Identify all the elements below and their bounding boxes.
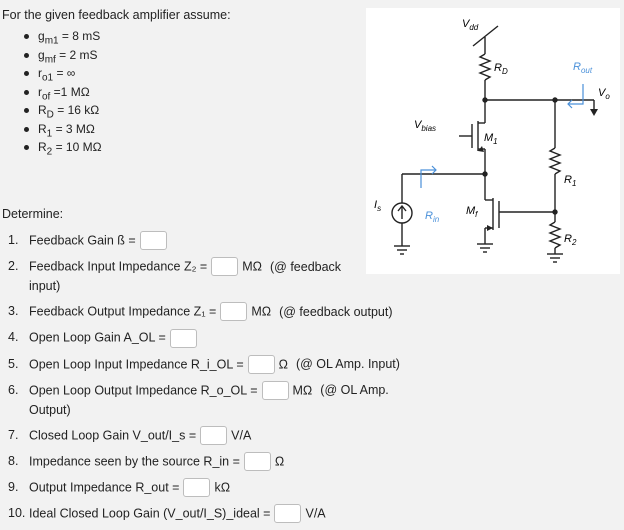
rd-label: RD (494, 62, 508, 76)
junction-dot (482, 171, 488, 177)
rin-arrow-head (431, 165, 437, 175)
question-number: 1. (8, 233, 19, 247)
question-number: 5. (8, 356, 19, 371)
unit-label: V/A (231, 428, 252, 443)
r1-resistor (548, 147, 562, 175)
problem-intro: For the given feedback amplifier assume: (2, 8, 231, 22)
vdd-label: Vdd (462, 18, 479, 32)
question-text: Feedback Gain ß = (29, 233, 136, 248)
vdd-rail (472, 25, 499, 47)
answer-input-4[interactable] (169, 328, 197, 348)
mf-source-arrow (487, 225, 493, 231)
question-6: 6. Open Loop Output Impedance R_o_OL = MΩ(… (8, 380, 428, 419)
note-label: (@ OL Amp. Output) (29, 383, 389, 417)
note-label: (@ feedback output) (279, 304, 393, 319)
question-text: Open Loop Output Impedance R_o_OL = (29, 383, 258, 398)
param-rof: rof =1 MΩ (10, 83, 102, 102)
answer-input-5[interactable] (247, 354, 275, 374)
question-text: Open Loop Input Impedance R_i_OL = (29, 357, 244, 372)
mf-label: Mf (466, 205, 478, 219)
answer-input-2[interactable] (211, 257, 239, 277)
unit-label: MΩ (251, 304, 272, 319)
question-5: 5. Open Loop Input Impedance R_i_OL = Ω (@ … (8, 354, 428, 374)
r1-label: R1 (564, 174, 576, 188)
unit-label: kΩ (214, 480, 231, 495)
circuit-svg: Vdd RD Rout Vo Vbias M1 R1 Is Rin Mf R2 (374, 18, 610, 263)
question-text: Feedback Input Impedance Z₂ = (29, 259, 208, 274)
answer-input-1[interactable] (139, 231, 167, 251)
unit-label: V/A (305, 506, 326, 521)
question-8: 8. Impedance seen by the source R_in = Ω (8, 452, 428, 472)
r2-resistor (548, 221, 562, 249)
rin-arrow (420, 169, 436, 188)
question-2: 2. Feedback Input Impedance Z₂ = MΩ(@ feed… (8, 257, 359, 295)
question-7: 7. Closed Loop Gain V_out/I_s = V/A (8, 425, 428, 445)
answer-input-9[interactable] (183, 478, 211, 498)
question-text: Impedance seen by the source R_in = (29, 454, 240, 469)
param-r2: R2 = 10 MΩ (10, 138, 102, 157)
vbias-label: Vbias (414, 119, 436, 133)
unit-label: MΩ (292, 383, 313, 398)
parameter-list: gm1 = 8 mS gmf = 2 mS ro1 = ∞ rof =1 MΩ … (10, 27, 102, 157)
question-text: Feedback Output Impedance Z₁ = (29, 304, 217, 319)
question-number: 2. (8, 259, 19, 274)
m1-label: M1 (484, 132, 498, 146)
rout-arrow (568, 84, 584, 105)
question-text: Ideal Closed Loop Gain (V_out/I_S)_ideal… (29, 506, 271, 521)
answer-input-7[interactable] (200, 425, 228, 445)
question-number: 3. (8, 304, 19, 319)
question-4: 4. Open Loop Gain A_OL = (8, 328, 428, 348)
question-number: 6. (8, 382, 19, 397)
circuit-schematic: Vdd RD Rout Vo Vbias M1 R1 Is Rin Mf R2 (366, 8, 620, 274)
question-9: 9. Output Impedance R_out = kΩ (8, 478, 428, 498)
rd-resistor (478, 53, 492, 81)
vo-label: Vo (598, 87, 610, 101)
r2-label: R2 (564, 233, 577, 247)
question-text: Closed Loop Gain V_out/I_s = (29, 428, 197, 443)
question-text: Output Impedance R_out = (29, 480, 180, 495)
param-rd: RD = 16 kΩ (10, 101, 102, 120)
param-gmf: gmf = 2 mS (10, 46, 102, 65)
param-ro1: ro1 = ∞ (10, 64, 102, 83)
question-number: 9. (8, 480, 19, 495)
note-label: (@ OL Amp. Input) (295, 357, 400, 372)
answer-input-6[interactable] (261, 380, 289, 400)
param-gm1: gm1 = 8 mS (10, 27, 102, 46)
current-arrow-head (397, 204, 407, 212)
unit-label: MΩ (242, 259, 262, 274)
answer-input-3[interactable] (220, 302, 248, 322)
question-number: 8. (8, 453, 19, 468)
vo-terminal-arrow (590, 109, 598, 116)
is-label: Is (374, 199, 381, 213)
param-r1: R1 = 3 MΩ (10, 120, 102, 139)
question-1: 1. Feedback Gain ß = (8, 231, 428, 251)
question-text: Open Loop Gain A_OL = (29, 331, 166, 346)
rout-label: Rout (573, 61, 593, 75)
question-10: 10.Ideal Closed Loop Gain (V_out/I_S)_id… (8, 504, 428, 524)
unit-label: Ω (278, 357, 288, 372)
rin-label: Rin (425, 210, 440, 224)
m1-source-arrow (478, 146, 484, 152)
answer-input-10[interactable] (274, 504, 302, 524)
question-number: 4. (8, 330, 19, 345)
question-list: 1. Feedback Gain ß = 2. Feedback Input Imp… (8, 231, 428, 530)
unit-label: Ω (274, 454, 285, 469)
question-number: 7. (8, 427, 19, 442)
note-label: (@ feedback input) (29, 259, 342, 294)
determine-heading: Determine: (2, 207, 64, 221)
junction-dot (552, 209, 558, 215)
rout-arrow-head (567, 99, 573, 109)
question-3: 3. Feedback Output Impedance Z₁ = MΩ (@ fee… (8, 302, 428, 322)
answer-input-8[interactable] (243, 452, 271, 472)
